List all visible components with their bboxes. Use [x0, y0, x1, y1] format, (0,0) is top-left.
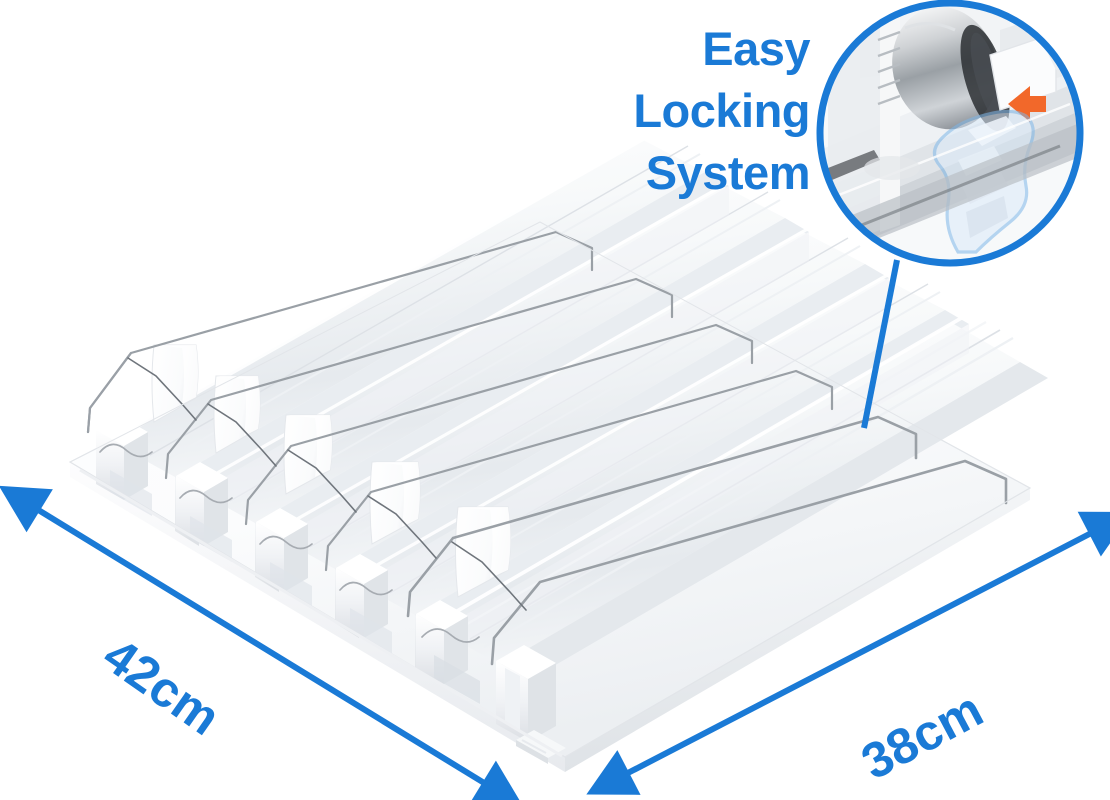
inset-circle-border — [816, 0, 1084, 267]
inset-detail-photo — [821, 4, 1079, 262]
callout-line-1: Easy — [702, 22, 810, 75]
pusher-plate — [283, 414, 333, 495]
front-stopper — [496, 645, 556, 742]
orange-arrow-icon — [1008, 86, 1046, 122]
dimension-arrow-depth — [0, 485, 524, 800]
locking-system-inset — [816, 0, 1084, 267]
callout-line-2: Locking — [633, 84, 810, 138]
callout-leader-line — [861, 259, 900, 429]
callout-heading: Easy Locking System — [550, 18, 810, 204]
dimension-arrow-width — [586, 511, 1110, 795]
dimension-arrows — [0, 485, 1110, 800]
callout-line-3: System — [645, 146, 811, 200]
